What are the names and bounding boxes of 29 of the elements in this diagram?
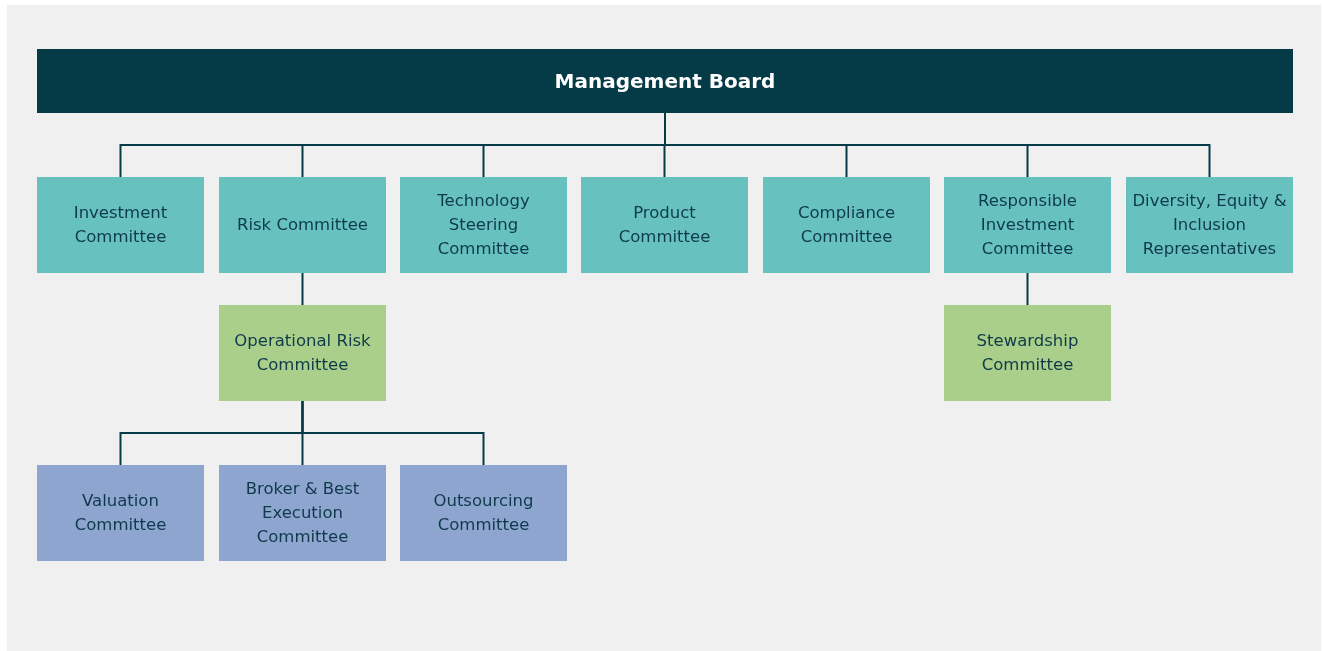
committee-box [1126, 177, 1293, 273]
committee-box [944, 177, 1111, 273]
committee-box [400, 465, 567, 561]
committee-name: Outsourcing Committee [432, 490, 535, 536]
committee-box [763, 177, 930, 273]
committee-box [400, 177, 567, 273]
committee-box [581, 177, 748, 273]
committee-box [37, 465, 204, 561]
committee-box [219, 177, 386, 273]
committee-name: Responsible Investment Committee [977, 190, 1078, 260]
committee-name: Operational Risk Committee [233, 330, 372, 376]
committee-name: Stewardship Committee [975, 330, 1080, 376]
committee-box [219, 305, 386, 401]
connector-line [301, 400, 485, 466]
committee-name: Diversity, Equity & Inclusion Representatives [1132, 190, 1287, 260]
committee-box [944, 305, 1111, 401]
connector-line [301, 272, 304, 306]
committee-name: Management Board [554, 69, 776, 93]
committee-name: Broker & Best Execution Committee [244, 478, 361, 548]
committee-name: Product Committee [617, 202, 712, 248]
committee-name: Valuation Committee [73, 490, 168, 536]
committee-box [37, 177, 204, 273]
board-box [37, 49, 1293, 113]
committee-name: Risk Committee [236, 214, 368, 236]
committee-box [219, 465, 386, 561]
connector-line [1026, 272, 1029, 306]
committee-name: Investment Committee [72, 202, 169, 248]
committee-name: Technology Steering Committee [436, 190, 531, 260]
committee-name: Compliance Committee [796, 202, 897, 248]
